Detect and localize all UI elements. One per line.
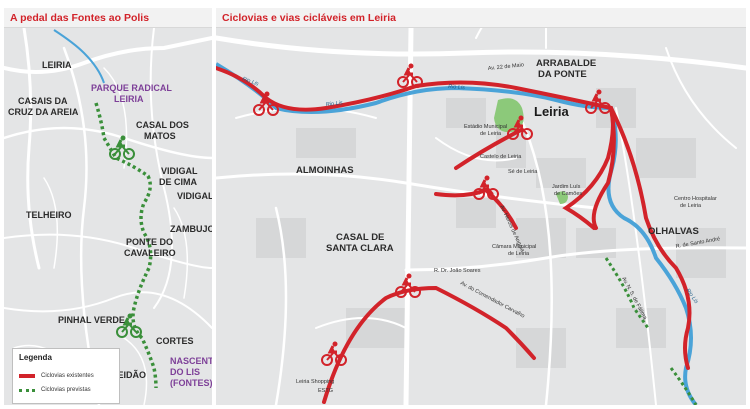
poi-label: Jardim Luís <box>552 184 581 190</box>
place-label: ARRABALDE <box>536 58 596 69</box>
right-map-canvas: ARRABALDE DA PONTE Leiria ALMOINHAS CASA… <box>216 8 746 405</box>
poi-label: Sé de Leiria <box>508 169 538 175</box>
cyclist-icon <box>507 115 533 140</box>
place-label: LEIRIA <box>114 94 144 104</box>
cyclist-icon <box>116 313 142 338</box>
place-label: DO LIS <box>170 367 200 377</box>
place-label: CORTES <box>156 336 194 346</box>
place-label: CAVALEIRO <box>124 248 176 258</box>
place-label: CRUZ DA AREIA <box>8 107 79 117</box>
place-label: CASAIS DA <box>18 96 68 106</box>
river-label: Rio Lis <box>326 100 344 108</box>
legend-label: Ciclovias existentes <box>41 373 94 379</box>
place-label: VIDIGAL <box>161 166 198 176</box>
planned-cycleways <box>604 257 698 405</box>
left-map-panel: LEIRIA PARQUE RADICAL LEIRIA CASAIS DA C… <box>4 8 212 405</box>
place-label: DA PONTE <box>538 69 587 80</box>
river-label: Rio Lis <box>448 84 465 91</box>
left-river <box>53 29 105 84</box>
cyclist-icon <box>397 63 423 88</box>
place-label: PARQUE RADICAL <box>91 83 172 93</box>
place-label: MATOS <box>144 131 176 141</box>
legend-item-existing: Ciclovias existentes <box>19 373 94 379</box>
poi-label: de Leiria <box>480 131 502 137</box>
poi-label: Estádio Municipal <box>464 124 507 130</box>
place-label: LEIRIA <box>42 60 72 70</box>
right-panel-title: Ciclovias e vias cicláveis em Leiria <box>216 8 746 28</box>
right-map-panel: ARRABALDE DA PONTE Leiria ALMOINHAS CASA… <box>216 8 746 405</box>
place-label: (FONTES) <box>170 378 212 388</box>
legend-item-planned: Ciclovias previstas <box>19 387 91 393</box>
cyclist-icon <box>585 89 611 114</box>
poi-label: Castelo de Leiria <box>480 154 522 160</box>
poi-label: de Leiria <box>508 251 530 257</box>
jardim-park <box>556 191 568 204</box>
street-label: R. Dr. João Soares <box>434 268 481 274</box>
place-label: OLHALVAS <box>648 226 699 237</box>
place-label: SANTA CLARA <box>326 243 394 254</box>
place-label: ZAMBUJO <box>170 224 212 234</box>
legend-title: Legenda <box>19 353 52 362</box>
place-label: PINHAL VERDE <box>58 315 125 325</box>
left-roads <box>4 26 212 405</box>
river-label: Rio Lis <box>241 76 259 87</box>
street-label: Av. 22 de Maio <box>488 62 525 72</box>
place-label: PONTE DO <box>126 237 173 247</box>
cyclist-icon <box>321 341 347 366</box>
poi-label: Centro Hospitalar <box>674 196 717 202</box>
cyclist-icon <box>109 135 135 160</box>
poi-label: Leiria Shopping <box>296 379 334 385</box>
place-label: CASAL DOS <box>136 120 189 130</box>
cyclist-icon <box>395 273 421 298</box>
legend-swatch-planned <box>19 388 35 392</box>
place-label: NASCENTE <box>170 356 212 366</box>
cyclist-icon <box>253 91 279 116</box>
cyclist-icon <box>473 175 499 200</box>
poi-label: ESTG <box>318 388 333 394</box>
left-panel-title: A pedal das Fontes ao Polis <box>4 8 212 28</box>
existing-cycleways <box>216 66 692 404</box>
legend-swatch-existing <box>19 374 35 378</box>
place-label: DE CIMA <box>159 177 198 187</box>
left-map-canvas: LEIRIA PARQUE RADICAL LEIRIA CASAIS DA C… <box>4 26 212 405</box>
left-planned-cycleway <box>94 102 158 389</box>
place-label: CASAL DE <box>336 232 384 243</box>
legend: Legenda Ciclovias existentes Ciclovias p… <box>12 348 120 404</box>
place-label: VIDIGAL <box>177 191 212 201</box>
legend-label: Ciclovias previstas <box>41 387 91 393</box>
poi-label: de Leiria <box>680 203 702 209</box>
place-label: ALMOINHAS <box>296 165 354 176</box>
place-label: Leiria <box>534 104 569 119</box>
street-label: Av. do Comendador Carvalho <box>459 280 525 319</box>
place-label: TELHEIRO <box>26 210 72 220</box>
poi-label: Câmara Municipal <box>492 244 536 250</box>
poi-label: de Camões <box>554 191 582 197</box>
